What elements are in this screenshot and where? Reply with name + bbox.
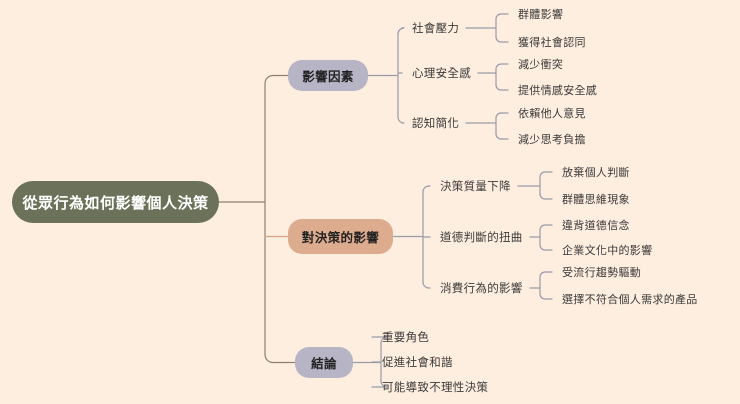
sub-node-2-2[interactable]: 道德判斷的扭曲 bbox=[440, 232, 523, 244]
leaf-node-1-3-2[interactable]: 減少思考負擔 bbox=[518, 134, 586, 146]
sub-node-3-3[interactable]: 可能導致不理性決策 bbox=[382, 382, 489, 394]
leaf-node-2-2-1[interactable]: 違背道德信念 bbox=[562, 220, 630, 232]
root-node[interactable]: 從眾行為如何影響個人決策 bbox=[12, 181, 219, 223]
leaf-node-2-3-1[interactable]: 受流行趨勢驅動 bbox=[562, 267, 642, 279]
leaf-node-2-1-2[interactable]: 群體思維現象 bbox=[562, 194, 630, 206]
sub-node-3-2[interactable]: 促進社會和諧 bbox=[382, 357, 453, 369]
leaf-node-2-1-1[interactable]: 放棄個人判斷 bbox=[562, 167, 630, 179]
branch-node-2[interactable]: 對決策的影響 bbox=[288, 219, 393, 254]
branch-node-3[interactable]: 結論 bbox=[295, 347, 353, 378]
sub-node-1-2[interactable]: 心理安全感 bbox=[412, 68, 471, 80]
sub-node-2-3[interactable]: 消費行為的影響 bbox=[440, 283, 523, 295]
sub-node-3-1[interactable]: 重要角色 bbox=[382, 332, 430, 344]
leaf-node-2-2-2[interactable]: 企業文化中的影響 bbox=[562, 245, 653, 257]
leaf-node-1-2-1[interactable]: 減少衝突 bbox=[518, 59, 564, 71]
leaf-node-1-1-1[interactable]: 群體影響 bbox=[518, 9, 564, 21]
branch-node-1[interactable]: 影響因素 bbox=[288, 60, 368, 91]
leaf-node-1-3-1[interactable]: 依賴他人意見 bbox=[518, 108, 586, 120]
leaf-node-1-2-2[interactable]: 提供情感安全感 bbox=[518, 85, 598, 97]
sub-node-1-3[interactable]: 認知簡化 bbox=[412, 118, 460, 130]
sub-node-2-1[interactable]: 決策質量下降 bbox=[440, 181, 511, 193]
leaf-node-1-1-2[interactable]: 獲得社會認同 bbox=[518, 37, 586, 49]
leaf-node-2-3-2[interactable]: 選擇不符合個人需求的產品 bbox=[562, 294, 698, 306]
sub-node-1-1[interactable]: 社會壓力 bbox=[412, 23, 460, 35]
